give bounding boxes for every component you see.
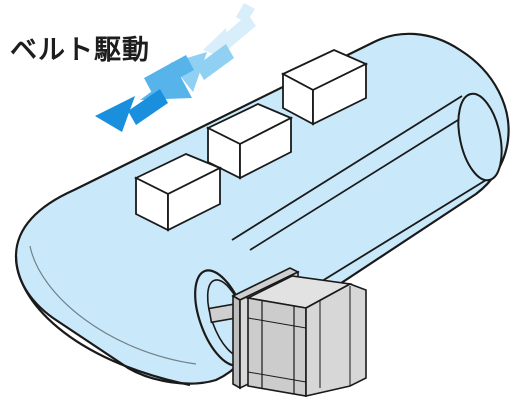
stepping-motor xyxy=(208,267,367,398)
cargo-box xyxy=(133,153,223,232)
arrow-strong xyxy=(95,89,168,132)
cargo-box xyxy=(280,49,369,126)
arrow-medium xyxy=(140,55,194,100)
direction-arrows xyxy=(95,3,256,132)
diagram-title: ベルト駆動 xyxy=(10,35,150,66)
cargo-box xyxy=(205,103,294,180)
